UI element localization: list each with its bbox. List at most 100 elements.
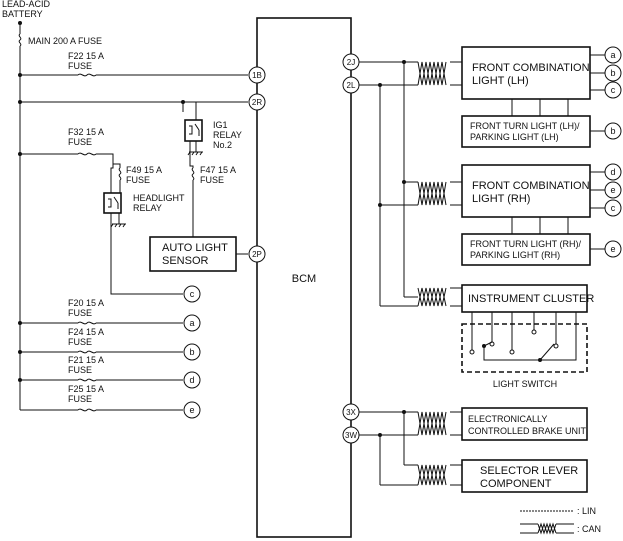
legend-can-twist	[537, 522, 557, 535]
fuse-f25-label-1: F25 15 A	[68, 384, 104, 394]
can-fcl-lh-end	[450, 61, 462, 86]
main-fuse-label: MAIN 200 A FUSE	[28, 36, 102, 46]
ig1-ground-icon	[187, 151, 203, 156]
switch-contact-1	[469, 349, 475, 355]
connector-c-right-2-label: c	[611, 203, 616, 213]
connector-c-right-2	[604, 199, 622, 217]
slc-label-2: COMPONENT	[480, 478, 552, 490]
wire-relay-to-c	[110, 213, 183, 295]
fuse-f22-symbol	[77, 73, 97, 77]
ftl-rh-label-1: FRONT TURN LIGHT (RH)/	[470, 239, 582, 249]
connector-a-right	[604, 46, 622, 64]
headlight-relay-label-1: HEADLIGHT	[133, 193, 185, 203]
auto-light-sensor-label-2: SENSOR	[162, 255, 209, 267]
connector-b-left	[183, 343, 201, 361]
fcl-rh-label-2: LIGHT (RH)	[472, 193, 530, 205]
terminal-1b-label: 1B	[252, 71, 262, 80]
ftl-rh-label-2: PARKING LIGHT (RH)	[470, 250, 560, 260]
wire-f32	[20, 153, 121, 168]
connector-d-right-label: d	[610, 167, 615, 177]
can-slc-end	[450, 464, 462, 486]
can-fcl-lh-feed	[380, 61, 418, 86]
battery-label-1: LEAD-ACID	[2, 0, 51, 9]
light-switch-wires	[471, 312, 577, 361]
ig1-relay-box	[184, 119, 203, 142]
connector-c-left-label: c	[190, 289, 195, 299]
fuse-f47-label-1: F47 15 A	[200, 165, 236, 175]
front-combination-light-lh-box	[461, 46, 591, 100]
fuse-f21-symbol	[77, 378, 97, 382]
connector-a-right-label: a	[610, 50, 615, 60]
ecbu-box	[461, 407, 588, 441]
switch-levers	[483, 341, 555, 361]
terminal-1b	[248, 66, 266, 84]
wire-ig1-f47	[189, 141, 194, 168]
fuse-f24-label-2: FUSE	[68, 337, 92, 347]
fuse-f47-symbol	[191, 167, 195, 181]
headlight-relay-box	[103, 192, 122, 214]
can-twist-ecbu	[417, 411, 447, 436]
legend-lin-label: : LIN	[577, 506, 596, 516]
fuse-f47-label-2: FUSE	[200, 175, 224, 185]
ig1-relay-label-1: IG1	[213, 120, 228, 130]
connector-c-right-1	[604, 81, 622, 99]
fuse-f32-label-2: FUSE	[68, 137, 92, 147]
fuse-f32-symbol	[77, 152, 97, 156]
fcl-rh-label-1: FRONT COMBINATION	[472, 180, 590, 192]
connector-e-right-2-label: e	[610, 244, 615, 254]
selector-lever-component-box	[461, 459, 588, 493]
headlight-relay-label-2: RELAY	[133, 203, 162, 213]
instrument-cluster-box	[461, 284, 588, 313]
ecbu-label-2: CONTROLLED BRAKE UNIT	[468, 426, 587, 436]
terminal-3x-label: 3X	[346, 408, 356, 417]
connector-e-right-1	[604, 181, 622, 199]
can-ecbu-end	[450, 411, 462, 436]
fuse-f49-label-2: FUSE	[126, 175, 150, 185]
connector-d-left-label: d	[189, 375, 194, 385]
fuse-f21-label-2: FUSE	[68, 365, 92, 375]
can-bus-1-backbone	[359, 61, 405, 306]
fuse-group-d: F21 15 A FUSE d	[18, 355, 201, 389]
can-twist-fcl-rh	[417, 181, 447, 206]
switch-contact-3	[509, 349, 515, 355]
wire-relay-top	[110, 164, 114, 193]
terminal-2j-label: 2J	[347, 58, 355, 67]
connector-b-right-2-label: b	[610, 126, 615, 136]
fuse-f25-label-2: FUSE	[68, 394, 92, 404]
terminal-2l-label: 2L	[347, 81, 356, 90]
connector-b-left-label: b	[189, 347, 194, 357]
switch-contact-5	[553, 343, 559, 349]
connector-e-right-2	[604, 240, 622, 258]
connector-a-left-label: a	[189, 318, 194, 328]
switch-contact-4	[531, 329, 537, 335]
terminal-3w-label: 3W	[345, 431, 357, 440]
auto-light-sensor-box	[149, 236, 237, 272]
headlight-ground-icon	[110, 223, 126, 228]
fuse-group-b: F24 15 A FUSE b	[18, 327, 201, 361]
headlight-relay-symbol	[108, 196, 119, 209]
battery-label-2: BATTERY	[2, 9, 43, 19]
connector-a-left	[183, 314, 201, 332]
fuse-f20-label-1: F20 15 A	[68, 298, 104, 308]
can-ic-feed	[380, 296, 418, 307]
bcm-label: BCM	[292, 273, 316, 285]
can-ecbu-feed	[380, 411, 418, 436]
can-fcl-rh-end	[450, 181, 462, 206]
instrument-cluster-label: INSTRUMENT CLUSTER	[468, 293, 594, 305]
fuse-group-a: F20 15 A FUSE a	[18, 298, 201, 332]
fuse-f32-label-1: F32 15 A	[68, 127, 104, 137]
fuse-f22-label-2: FUSE	[68, 61, 92, 71]
auto-light-sensor-label-1: AUTO LIGHT	[162, 242, 228, 254]
fcl-lh-label-2: LIGHT (LH)	[472, 75, 529, 87]
connector-e-right-1-label: e	[610, 185, 615, 195]
can-bus-2-backbone	[359, 411, 405, 485]
can-ic-end	[450, 287, 462, 307]
connector-b-right-1	[604, 64, 622, 82]
connector-d-right	[604, 163, 622, 181]
fcl-lh-connector-wires	[590, 54, 605, 91]
connector-b-right-1-label: b	[610, 68, 615, 78]
connector-c-left	[183, 285, 201, 303]
light-switch-label: LIGHT SWITCH	[493, 379, 557, 389]
